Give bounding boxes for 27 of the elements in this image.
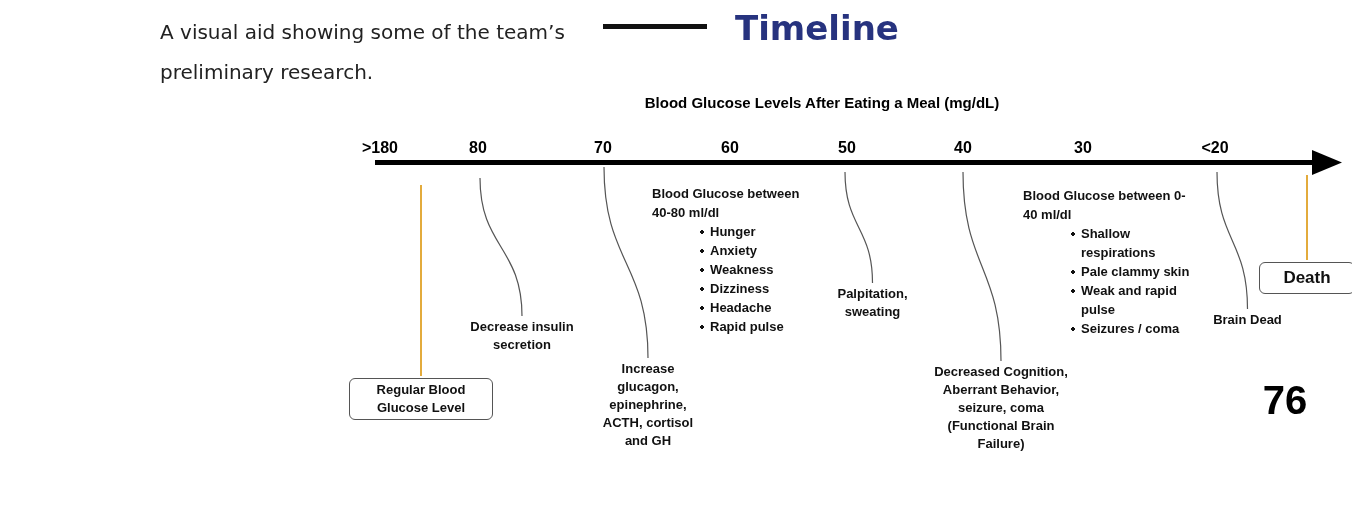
axis-tick-label: 40 — [953, 138, 973, 158]
note-text: Increase glucagon, epinephrine, ACTH, cortisol and GH — [590, 360, 706, 450]
axis-tick-label: 50 — [837, 138, 857, 158]
leader-line — [1306, 174, 1308, 261]
chart-title: Blood Glucose Levels After Eating a Meal (mg/dL) — [643, 94, 1001, 112]
label-box: Death — [1259, 262, 1352, 294]
note-text: Decreased Cognition, Aberrant Behavior, seizure, coma (Functional Brain Failure) — [928, 363, 1074, 453]
leader-line — [1216, 171, 1249, 310]
leader-line — [962, 171, 1002, 362]
note-text: Brain Dead — [1205, 311, 1290, 329]
axis-tick-label: 60 — [720, 138, 740, 158]
symptom-heading: Blood Glucose between 0-40 ml/dl — [1023, 187, 1187, 224]
page-number: 76 — [1261, 377, 1309, 424]
axis-tick-label: 70 — [593, 138, 613, 158]
note-text: Decrease insulin secretion — [452, 318, 592, 354]
axis-tick-label: >180 — [360, 138, 399, 158]
leader-line — [479, 177, 523, 317]
leader-line — [603, 166, 649, 359]
axis-tick-label: 30 — [1073, 138, 1093, 158]
leader-line — [844, 171, 874, 284]
axis-tick-label: 80 — [468, 138, 488, 158]
axis-tick-label: <20 — [1200, 138, 1230, 158]
title: Timeline — [735, 8, 899, 48]
leader-line — [420, 184, 422, 377]
caption: A visual aid showing some of the team’s preliminary research. — [160, 19, 566, 86]
symptom-heading: Blood Glucose between 40-80 ml/dl — [652, 185, 801, 222]
label-box: Regular Blood Glucose Level — [349, 378, 493, 420]
